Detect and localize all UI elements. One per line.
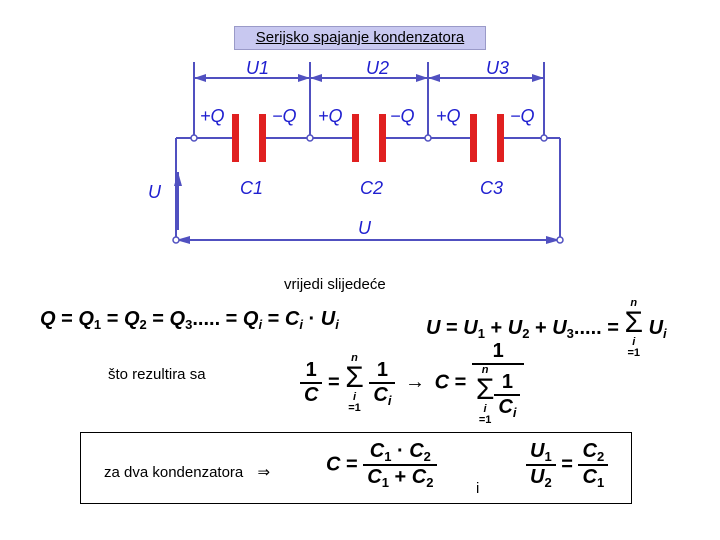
dva-text: za dva kondenzatora ⇒	[104, 464, 271, 481]
capacitor-c1-plate-right	[259, 114, 266, 162]
page-title: Serijsko spajanje kondenzatora	[234, 26, 486, 50]
charge-minus-3: −Q	[510, 106, 535, 126]
implies-arrow: ⇒	[257, 464, 271, 481]
vrijedi-text: vrijedi slijedeće	[284, 276, 386, 293]
voltage-label-u2: U2	[366, 58, 389, 78]
charge-plus-2: +Q	[318, 106, 343, 126]
charge-minus-2: −Q	[390, 106, 415, 126]
series-capacitor-circuit: U1 U2 U3 +Q −Q +Q −Q +Q −Q C1 C2 C3 U U	[148, 58, 564, 244]
capacitor-c3-plate-right	[497, 114, 504, 162]
total-voltage-bottom: U	[358, 218, 372, 238]
node-dot	[190, 134, 198, 142]
arrowhead	[194, 74, 206, 82]
charge-plus-3: +Q	[436, 106, 461, 126]
voltage-label-u3: U3	[486, 58, 509, 78]
capacitor-label-c2: C2	[360, 178, 383, 198]
voltage-label-u1: U1	[246, 58, 269, 78]
charge-equation: Q = Q1 = Q2 = Q3..... = Qi = Ci · Ui	[40, 308, 339, 332]
two-capacitor-box	[80, 432, 632, 504]
small-arrow: →	[405, 371, 425, 394]
total-voltage-left: U	[148, 182, 162, 202]
i-text: i	[476, 480, 480, 497]
capacitor-label-c3: C3	[480, 178, 503, 198]
rezultira-text: što rezultira sa	[108, 366, 206, 383]
capacitor-c1-plate-left	[232, 114, 239, 162]
capacitor-c2-plate-left	[352, 114, 359, 162]
capacitor-label-c1: C1	[240, 178, 263, 198]
capacitor-c2-plate-right	[379, 114, 386, 162]
capacitor-c3-plate-left	[470, 114, 477, 162]
charge-plus-1: +Q	[200, 106, 225, 126]
charge-minus-1: −Q	[272, 106, 297, 126]
